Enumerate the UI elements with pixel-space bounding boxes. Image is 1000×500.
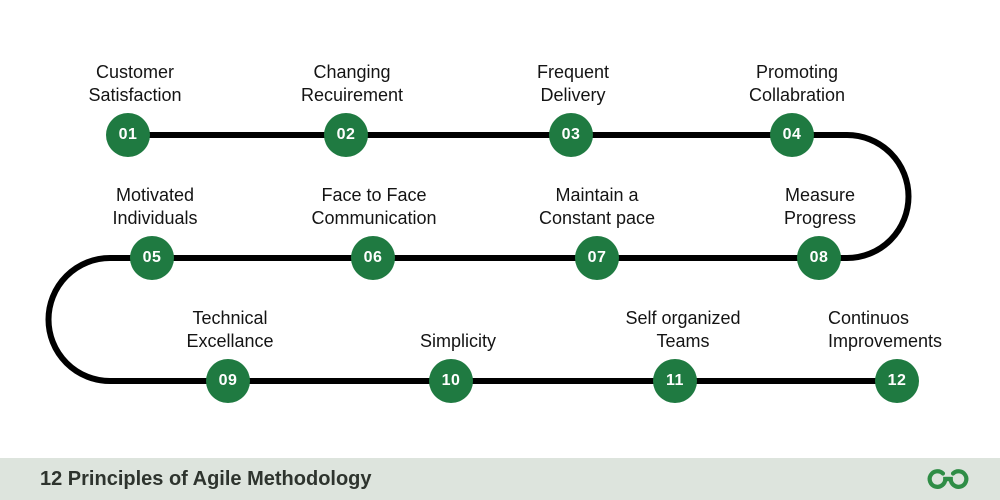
node-label-08: Measure Progress — [783, 184, 857, 228]
node-10: 10 — [429, 359, 473, 403]
node-label-02: Changing Recuirement — [300, 61, 404, 105]
node-label-07: Maintain a Constant pace — [538, 184, 656, 228]
timeline-path — [45, 132, 912, 384]
footer-bar: 12 Principles of Agile Methodology — [0, 458, 1000, 500]
node-label-11: Self organized Teams — [625, 307, 741, 351]
node-11: 11 — [653, 359, 697, 403]
node-09: 09 — [206, 359, 250, 403]
node-label-09: Technical Excellance — [186, 307, 274, 351]
node-01: 01 — [106, 113, 150, 157]
node-05: 05 — [130, 236, 174, 280]
page-title: 12 Principles of Agile Methodology — [40, 467, 372, 490]
geeksforgeeks-logo-icon — [926, 465, 970, 493]
node-label-01: Customer Satisfaction — [88, 61, 182, 105]
node-label-10: Simplicity — [419, 330, 497, 351]
node-label-04: Promoting Collabration — [748, 61, 846, 105]
node-label-06: Face to Face Communication — [311, 184, 437, 228]
node-label-12: Continuos Improvements — [827, 307, 943, 351]
node-label-03: Frequent Delivery — [536, 61, 610, 105]
node-label-05: Motivated Individuals — [112, 184, 198, 228]
timeline-curve — [45, 132, 912, 384]
node-06: 06 — [351, 236, 395, 280]
node-08: 08 — [797, 236, 841, 280]
node-07: 07 — [575, 236, 619, 280]
node-12: 12 — [875, 359, 919, 403]
node-03: 03 — [549, 113, 593, 157]
node-02: 02 — [324, 113, 368, 157]
node-04: 04 — [770, 113, 814, 157]
